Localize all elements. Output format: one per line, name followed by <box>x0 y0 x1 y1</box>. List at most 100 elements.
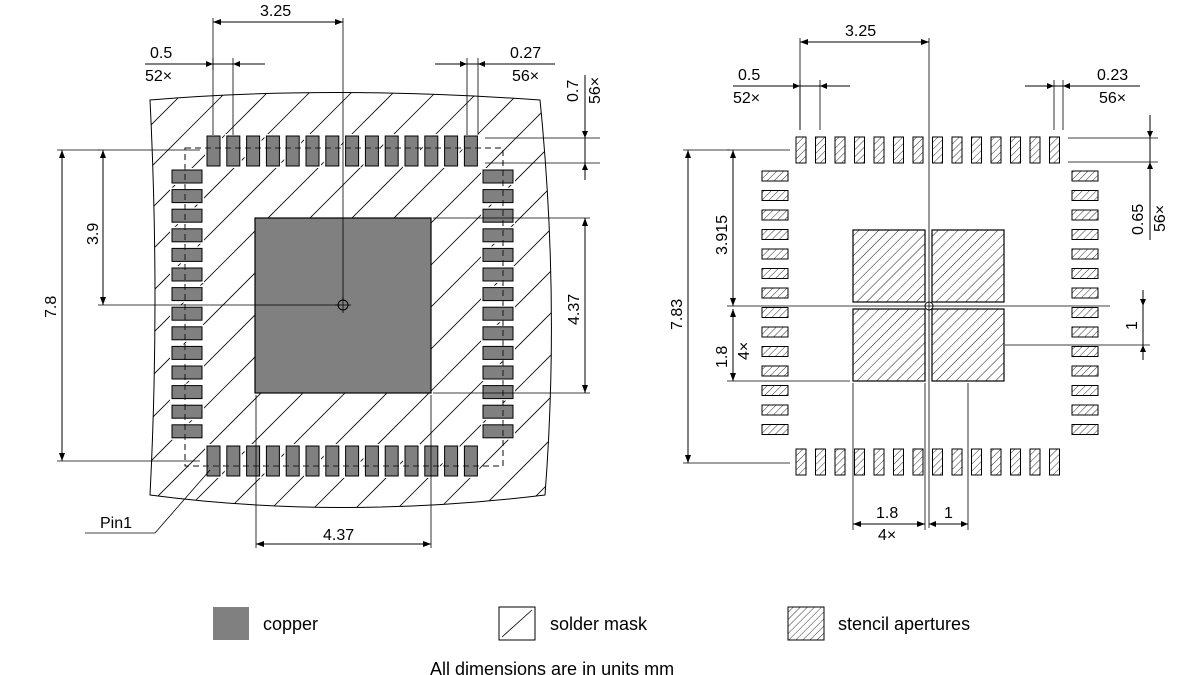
copper-pad <box>325 445 340 477</box>
copper-pad <box>305 445 320 477</box>
stencil-pad <box>761 209 789 221</box>
stencil-pad <box>795 448 807 476</box>
dim-right-pitch-count: 52× <box>733 90 760 107</box>
stencil-pad <box>1071 287 1099 299</box>
copper-pad <box>285 135 300 167</box>
copper-pad <box>265 135 280 167</box>
copper-pad <box>482 424 514 439</box>
copper-pad <box>404 445 419 477</box>
legend-copper-label: copper <box>263 614 318 634</box>
stencil-pad <box>761 248 789 260</box>
copper-pad <box>305 135 320 167</box>
right-pads-bottom <box>795 448 1060 476</box>
dim-right-gap-horizontal: 1 <box>944 505 953 522</box>
legend: copper solder mask stencil apertures <box>213 606 970 641</box>
right-pads-left <box>761 170 789 435</box>
stencil-pad <box>761 346 789 357</box>
stencil-pad <box>932 136 943 164</box>
hatch-line <box>469 92 552 508</box>
dim-right-3.25: 3.25 <box>845 23 876 40</box>
dim-left-half-height: 3.9 <box>85 223 102 245</box>
dim-left-pad-width: 0.27 <box>510 45 541 62</box>
dim-left-ep-width: 4.37 <box>323 527 354 544</box>
right-view: 3.25 0.5 52× 0.23 56× 0.65 56× 3.915 <box>669 23 1169 544</box>
stencil-pad <box>761 326 789 338</box>
stencil-pad <box>834 136 846 164</box>
copper-pad <box>482 365 514 380</box>
stencil-pad <box>761 268 789 279</box>
stencil-pad <box>951 136 963 164</box>
copper-pad <box>171 287 203 302</box>
stencil-pad <box>1010 136 1021 164</box>
stencil-pad <box>1071 268 1099 279</box>
copper-pad <box>482 287 514 302</box>
stencil-pad <box>761 229 789 240</box>
hatch-line <box>150 92 165 508</box>
dim-left-pitch-count: 52× <box>145 68 172 85</box>
left-pads-top <box>205 134 480 168</box>
stencil-aperture-tr <box>931 229 1005 303</box>
copper-pad <box>364 135 379 167</box>
stencil-pad <box>761 385 789 396</box>
copper-pad <box>171 228 203 243</box>
hatch-line <box>385 92 552 508</box>
stencil-pad <box>834 448 846 476</box>
dim-right-aperture-height: 1.8 <box>714 346 731 368</box>
stencil-pad <box>1071 190 1099 201</box>
copper-pad <box>171 306 203 321</box>
stencil-pad <box>1071 248 1099 260</box>
dim-left-pitch: 0.5 <box>150 45 172 62</box>
copper-pad <box>171 208 203 223</box>
legend-copper-swatch <box>213 607 249 640</box>
copper-pad <box>482 404 514 419</box>
stencil-pad <box>761 307 789 318</box>
copper-pad <box>285 445 300 477</box>
stencil-pad <box>893 136 904 164</box>
dim-right-pitch: 0.5 <box>738 67 760 84</box>
stencil-pad <box>761 190 789 201</box>
copper-pad <box>482 247 514 262</box>
copper-pad <box>171 267 203 282</box>
copper-pad <box>482 345 514 360</box>
copper-pad <box>246 445 261 477</box>
dim-right-pad-length: 0.65 <box>1130 204 1147 235</box>
dim-right-pad-width: 0.23 <box>1097 67 1128 84</box>
copper-pad <box>482 169 514 184</box>
dim-right-aperture-width: 1.8 <box>876 505 898 522</box>
dim-left-ep-height: 4.37 <box>566 294 583 325</box>
copper-pad <box>325 135 340 167</box>
right-center-mark <box>924 301 934 311</box>
stencil-pad <box>873 136 885 164</box>
stencil-aperture-bl <box>852 308 926 382</box>
stencil-pad <box>761 170 789 182</box>
copper-pad <box>345 445 360 477</box>
hatch-line <box>150 92 459 508</box>
copper-pad <box>444 445 459 477</box>
units-footnote: All dimensions are in units mm <box>430 659 674 675</box>
copper-pad <box>424 135 439 167</box>
dim-left-3.25: 3.25 <box>260 3 291 20</box>
stencil-pad <box>761 424 789 435</box>
stencil-pad <box>990 448 1002 476</box>
left-pads-right <box>481 168 515 440</box>
stencil-aperture-br <box>931 308 1005 382</box>
copper-pad <box>206 135 221 167</box>
copper-pad <box>364 445 379 477</box>
copper-pad <box>171 189 203 204</box>
copper-pad <box>482 267 514 282</box>
stencil-pad <box>1071 365 1099 377</box>
stencil-pad <box>873 448 885 476</box>
legend-solder-mask-label: solder mask <box>550 614 648 634</box>
right-pads-right <box>1071 170 1099 435</box>
copper-pad <box>226 445 241 477</box>
dim-left-pad-width-count: 56× <box>512 68 539 85</box>
stencil-pad <box>854 136 865 164</box>
stencil-pad <box>761 404 789 416</box>
solder-mask-outline <box>149 92 552 508</box>
copper-pad <box>206 445 221 477</box>
dim-left-pad-length: 0.7 <box>565 80 582 102</box>
dim-right-total-height: 7.83 <box>669 299 686 330</box>
pin1-label: Pin1 <box>100 515 132 532</box>
stencil-pad <box>1071 404 1099 416</box>
